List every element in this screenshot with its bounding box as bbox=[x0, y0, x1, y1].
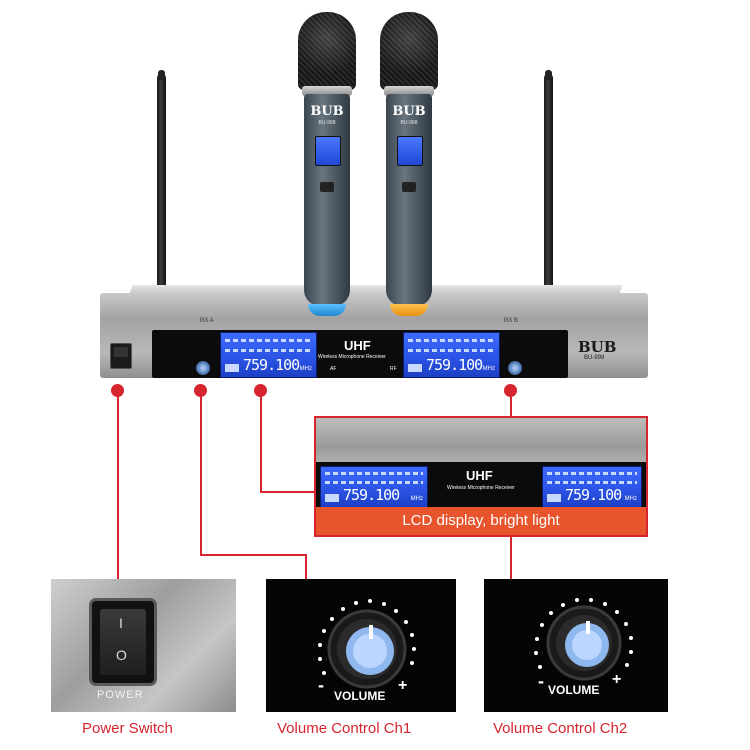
volume-dial-ch2 bbox=[534, 598, 633, 681]
frequency-unit: MHz bbox=[482, 366, 495, 372]
mic-ring bbox=[384, 86, 434, 96]
rf-meter bbox=[225, 339, 312, 342]
mic-brand-logo: BUB bbox=[392, 104, 426, 119]
frequency-unit: MHz bbox=[410, 496, 423, 502]
af-indicator-label: AF bbox=[330, 366, 337, 372]
frequency-unit: MHz bbox=[624, 496, 637, 502]
volume-ch2-photo: - VOLUME + bbox=[484, 579, 668, 712]
volume-dial-ch1 bbox=[318, 599, 416, 689]
connector-ch2-upper bbox=[510, 392, 512, 418]
connector-lcd-horizontal bbox=[260, 491, 316, 493]
mic-ring bbox=[302, 86, 352, 96]
left-antenna bbox=[157, 74, 166, 296]
channel-indicator bbox=[225, 364, 239, 372]
connector-lcd-vertical bbox=[260, 392, 262, 492]
af-meter bbox=[225, 349, 312, 352]
volume-plus-ch2: + bbox=[612, 671, 622, 688]
mic-grille bbox=[380, 12, 438, 90]
power-rocker-button[interactable]: I O bbox=[100, 609, 146, 675]
channel-indicator bbox=[325, 494, 339, 502]
rf-indicator-label: RF bbox=[390, 366, 397, 372]
connector-dot-ch2 bbox=[504, 384, 517, 397]
mic-model-label: BU-998 bbox=[318, 120, 336, 126]
product-photo: BUB BU-998 BUB BU-998 RX A 759.100 MHz U… bbox=[100, 12, 648, 378]
callout-frequency-b: 759.100 bbox=[565, 486, 622, 504]
right-antenna bbox=[544, 74, 553, 294]
callout-lcd-a: 759.100 MHz bbox=[320, 466, 428, 508]
mic-brand-logo: BUB bbox=[310, 104, 344, 119]
mic-lcd bbox=[315, 136, 341, 166]
connector-dot-lcd bbox=[254, 384, 267, 397]
volume-label-ch2: VOLUME bbox=[548, 683, 600, 697]
mic-grille bbox=[298, 12, 356, 90]
callout-chassis bbox=[316, 418, 646, 466]
uhf-logo: UHF bbox=[344, 338, 371, 353]
channel-a-label: RX A bbox=[200, 318, 214, 324]
connector-dot-ch1 bbox=[194, 384, 207, 397]
volume-knob-a[interactable] bbox=[196, 361, 210, 375]
mic-color-band bbox=[390, 304, 428, 316]
power-on-mark: I bbox=[119, 615, 123, 631]
power-switch-bezel: I O bbox=[92, 601, 154, 683]
left-antenna-tip bbox=[158, 70, 165, 80]
mic-model-label: BU-998 bbox=[400, 120, 418, 126]
lcd-display-b: 759.100 MHz bbox=[403, 332, 500, 378]
af-meter bbox=[325, 481, 423, 484]
af-meter bbox=[408, 349, 495, 352]
volume-minus-ch2: - bbox=[538, 671, 544, 691]
connector-ch1-vertical bbox=[200, 392, 202, 555]
frequency-b: 759.100 bbox=[426, 356, 483, 374]
volume-ch1-photo: - VOLUME + bbox=[266, 579, 456, 712]
mic-switch bbox=[402, 182, 416, 192]
lcd-callout: 759.100 MHz UHF Wireless Microphone Rece… bbox=[314, 416, 648, 537]
power-switch-photo: I O POWER bbox=[51, 579, 236, 712]
power-label: POWER bbox=[97, 689, 144, 701]
volume-label-ch1: VOLUME bbox=[334, 689, 386, 703]
callout-lcd-b: 759.100 MHz bbox=[542, 466, 642, 508]
callout-frequency-a: 759.100 bbox=[343, 486, 400, 504]
power-switch[interactable] bbox=[110, 343, 132, 369]
callout-label: LCD display, bright light bbox=[316, 507, 646, 535]
volume-minus-ch1: - bbox=[318, 675, 324, 695]
rf-meter bbox=[547, 472, 637, 475]
front-panel: RX A 759.100 MHz UHF Wireless Microphone… bbox=[152, 318, 568, 378]
frequency-unit: MHz bbox=[299, 366, 312, 372]
connector-dot-power bbox=[111, 384, 124, 397]
volume-knob-b[interactable] bbox=[508, 361, 522, 375]
power-switch-rocker bbox=[114, 347, 128, 357]
caption-volume-ch2: Volume Control Ch2 bbox=[493, 720, 628, 737]
rf-meter bbox=[408, 339, 495, 342]
caption-volume-ch1: Volume Control Ch1 bbox=[277, 720, 412, 737]
connector-ch2-lower bbox=[510, 536, 512, 580]
mic-handle bbox=[386, 94, 432, 306]
connector-ch1-horizontal bbox=[200, 554, 306, 556]
volume-plus-ch1: + bbox=[398, 677, 408, 694]
rf-meter bbox=[325, 472, 423, 475]
channel-b-label: RX B bbox=[504, 318, 519, 324]
lcd-display-a: 759.100 MHz bbox=[220, 332, 317, 378]
receiver-subtitle: Wireless Microphone Receiver bbox=[318, 354, 386, 360]
connector-power bbox=[117, 392, 119, 580]
power-off-mark: O bbox=[116, 647, 127, 663]
mic-color-band bbox=[308, 304, 346, 316]
callout-receiver-subtitle: Wireless Microphone Receiver bbox=[447, 485, 515, 491]
connector-ch1-drop bbox=[305, 554, 307, 580]
channel-indicator bbox=[408, 364, 422, 372]
mic-switch bbox=[320, 182, 334, 192]
mic-lcd bbox=[397, 136, 423, 166]
caption-power-switch: Power Switch bbox=[82, 720, 173, 737]
mic-handle bbox=[304, 94, 350, 306]
right-antenna-tip bbox=[545, 70, 552, 80]
receiver-brand-logo: BUB bbox=[578, 338, 617, 356]
af-meter bbox=[547, 481, 637, 484]
receiver-model-label: BU-998 bbox=[584, 355, 605, 361]
callout-uhf-logo: UHF bbox=[466, 468, 493, 483]
channel-indicator bbox=[547, 494, 561, 502]
frequency-a: 759.100 bbox=[243, 356, 300, 374]
